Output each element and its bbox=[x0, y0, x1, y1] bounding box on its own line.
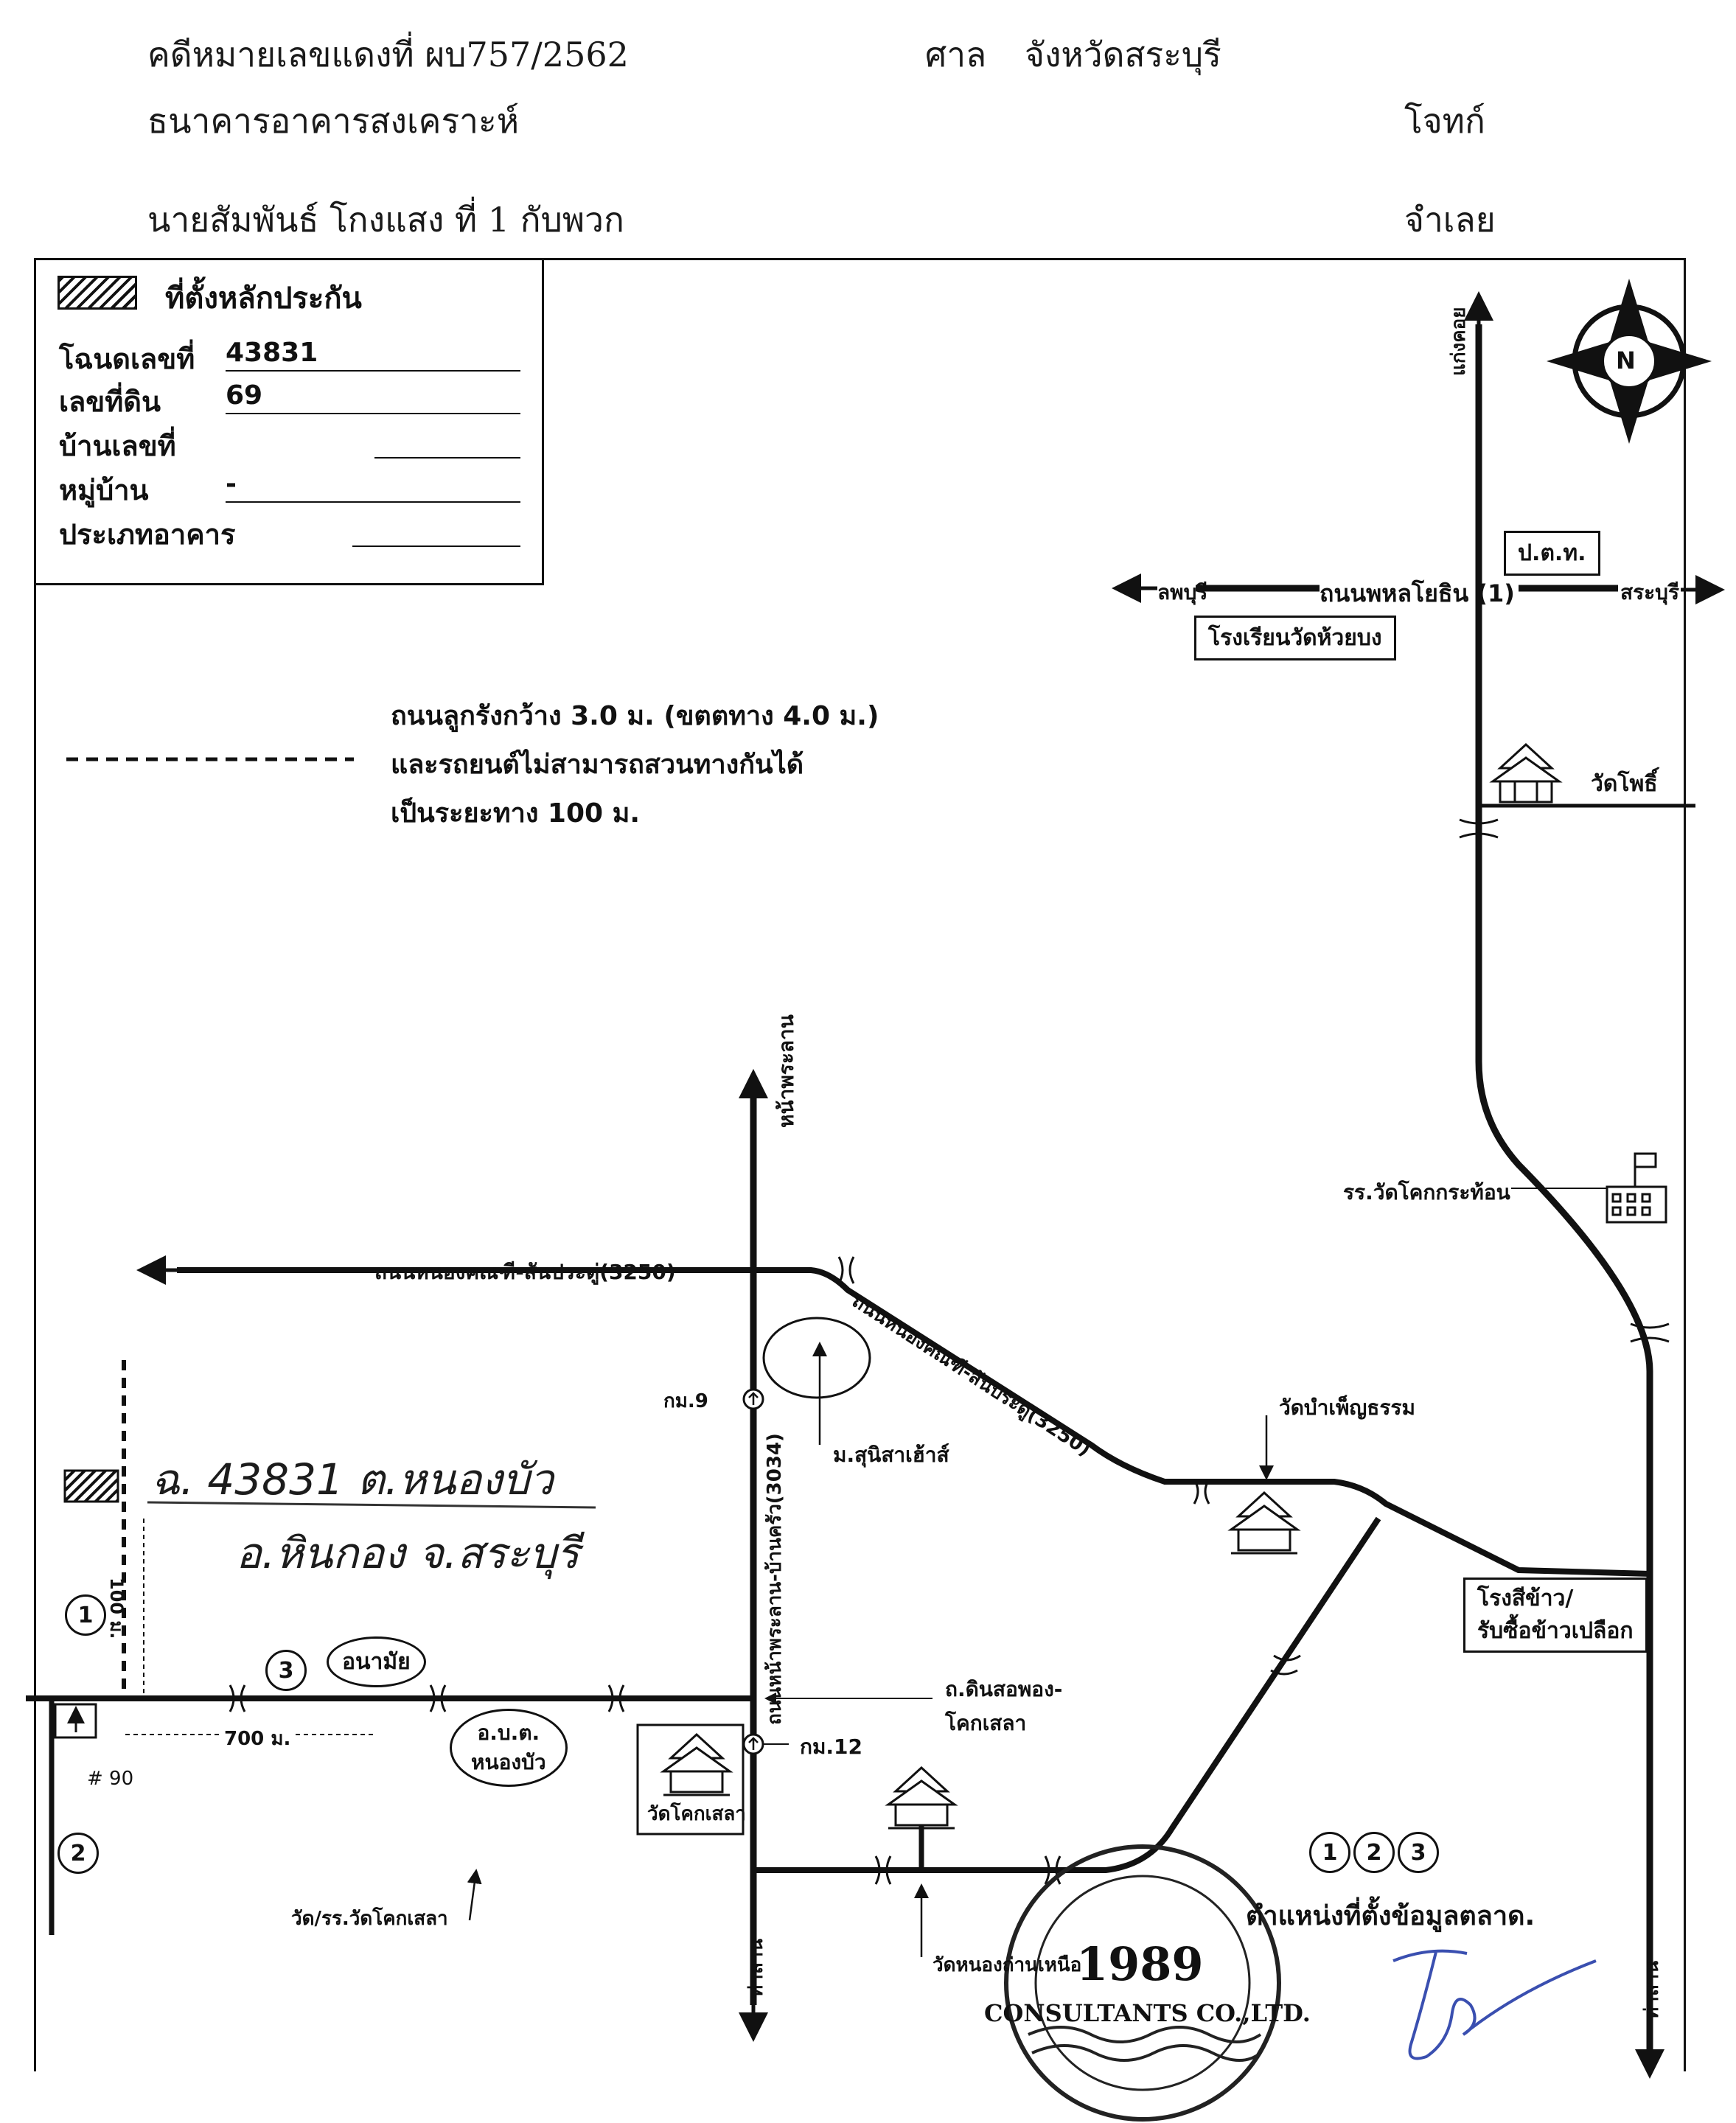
map-frame-right bbox=[1684, 258, 1686, 2071]
case-number: คดีหมายเลขแดงที่ ผบ757/2562 bbox=[147, 35, 629, 74]
label-obt: อ.บ.ต. หนองบัว bbox=[450, 1709, 568, 1787]
market-location-label: ตำแหน่งที่ตั้งข้อมูลตลาด. bbox=[1246, 1901, 1535, 1931]
hatched-legend-swatch bbox=[57, 276, 137, 310]
label-anamai: อนามัย bbox=[327, 1636, 426, 1687]
temple-icon bbox=[1489, 742, 1563, 806]
map-frame-top bbox=[34, 258, 1685, 260]
stamp-year: 1989 bbox=[1076, 1937, 1204, 1991]
rice-mill-line1: โรงสีข้าว/ bbox=[1477, 1586, 1574, 1611]
label-saraburi: สระบุรี bbox=[1620, 580, 1679, 604]
label-dist-100: 100 ม. bbox=[106, 1578, 127, 1639]
handwritten-deed-location: ฉ. 43831 ต.หนองบัว bbox=[151, 1454, 554, 1505]
plaintiff-role: โจทก์ bbox=[1404, 101, 1485, 141]
signature bbox=[1392, 1949, 1597, 2060]
university-area bbox=[762, 1317, 871, 1399]
label-kaengkhoi: แก่งคอย bbox=[1448, 307, 1470, 376]
label-school-huai-bong: โรงเรียนวัดห้วยบง bbox=[1194, 616, 1396, 660]
info-underline bbox=[226, 501, 520, 503]
label-din-so-phong-2: โคกเสลา bbox=[945, 1711, 1027, 1735]
obt-line2: หนองบัว bbox=[471, 1750, 546, 1774]
label-naphralan-top: หน้าพระลาน bbox=[774, 1014, 798, 1128]
label-wat-bam-phen: วัดบำเพ็ญธรรม bbox=[1279, 1395, 1415, 1420]
compass-north-icon bbox=[1547, 279, 1712, 444]
label-din-so-phong-1: ถ.ดินสอพอง- bbox=[945, 1677, 1063, 1701]
label-wat-school-khok-sela: วัด/รร.วัดโคกเสลา bbox=[291, 1908, 448, 1930]
info-label-house-no: บ้านเลขที่ bbox=[59, 430, 176, 462]
label-university: ม.สุนิสาเฮ้าส์ bbox=[833, 1443, 949, 1467]
label-school-khok-kratho: รร.วัดโคกกระท้อน bbox=[1343, 1180, 1510, 1205]
info-underline bbox=[352, 545, 520, 547]
collateral-info-box: ที่ตั้งหลักประกัน โฉนดเลขที่ 43831 เลขที… bbox=[35, 259, 544, 585]
handwriting-underline bbox=[147, 1501, 596, 1509]
label-road-3034: ถนนหน้าพระลาน-บ้านครัว(3034) bbox=[764, 1433, 786, 1725]
stamp-company: CONSULTANTS CO.,LTD. bbox=[984, 1999, 1311, 2027]
road-branch-south bbox=[753, 1516, 1381, 1873]
label-tha-lan-right: ท่าลาน bbox=[1641, 1960, 1663, 2020]
label-phahonyothin: ถนนพหลโยธิน (1) bbox=[1320, 579, 1515, 607]
handwritten-district: อ.หินกอง จ.สระบุรี bbox=[236, 1528, 579, 1578]
defendant-role: จำเลย bbox=[1404, 200, 1496, 240]
label-rice-mill: โรงสีข้าว/ รับซื้อข้าวเปลือก bbox=[1463, 1578, 1648, 1653]
wat-khok-sela-box bbox=[636, 1723, 745, 1836]
info-underline bbox=[226, 370, 520, 372]
info-underline bbox=[374, 457, 520, 459]
road-note-line3: เป็นระยะทาง 100 ม. bbox=[391, 798, 641, 829]
label-tha-lan-bottom: ท่าลาน bbox=[745, 1938, 767, 1998]
school-building-icon bbox=[1606, 1152, 1667, 1224]
bridge-marks bbox=[1459, 818, 1670, 1343]
temple-icon bbox=[1227, 1491, 1301, 1555]
marker-2: 2 bbox=[57, 1833, 99, 1874]
road-note-line2: และรถยนต์ไม่สามารถสวนทางกันได้ bbox=[391, 750, 804, 780]
map-frame-left bbox=[34, 258, 36, 2071]
road-note-line1: ถนนลูกรังกว้าง 3.0 ม. (ขตตทาง 4.0 ม.) bbox=[391, 701, 879, 731]
info-value-land-no: 69 bbox=[226, 380, 263, 411]
label-lopburi: ลพบุรี bbox=[1157, 580, 1208, 604]
legend-label: ที่ตั้งหลักประกัน bbox=[165, 282, 362, 316]
info-label-deed: โฉนดเลขที่ bbox=[59, 343, 195, 375]
info-underline bbox=[226, 413, 520, 414]
compass-letter: N bbox=[1616, 346, 1636, 374]
info-value-village: - bbox=[226, 469, 237, 499]
court-label: ศาล bbox=[925, 35, 987, 74]
label-wat-pho: วัดโพธิ์ bbox=[1591, 771, 1658, 797]
road-3250-diagonal bbox=[753, 1267, 1650, 1577]
label-house-90: # 90 bbox=[87, 1768, 134, 1790]
label-post-office: ป.ต.ท. bbox=[1504, 531, 1600, 576]
legend-marker-1: 1 bbox=[1309, 1832, 1350, 1873]
marker-1: 1 bbox=[65, 1594, 106, 1636]
info-label-building-type: ประเภทอาคาร bbox=[59, 518, 236, 551]
defendant-name: นายสัมพันธ์ โกงแสง ที่ 1 กับพวก bbox=[147, 200, 624, 240]
bridge-marks-inner bbox=[837, 1256, 1301, 1885]
bridge-marks-west bbox=[229, 1684, 625, 1712]
company-stamp bbox=[1004, 1844, 1281, 2122]
legend-marker-2: 2 bbox=[1353, 1832, 1395, 1873]
temple-icon bbox=[660, 1732, 733, 1796]
court-name: จังหวัดสระบุรี bbox=[1025, 35, 1221, 74]
plaintiff-name: ธนาคารอาคารสงเคราะห์ bbox=[147, 101, 520, 141]
obt-line1: อ.บ.ต. bbox=[477, 1721, 540, 1745]
info-label-land-no: เลขที่ดิน bbox=[59, 386, 161, 418]
highway-east-vertical bbox=[1475, 324, 1653, 2049]
rice-mill-line2: รับซื้อข้าวเปลือก bbox=[1477, 1618, 1634, 1644]
legend-marker-3: 3 bbox=[1398, 1832, 1439, 1873]
collateral-location-hatch bbox=[63, 1469, 119, 1503]
marker-3: 3 bbox=[265, 1650, 307, 1691]
label-dist-700: 700 ม. bbox=[220, 1723, 296, 1754]
wat-school-pointer bbox=[467, 1869, 482, 1921]
label-wat-nong-sano: วัดหนองถ่านเหนือ bbox=[933, 1954, 1082, 1976]
label-km12: กม.12 bbox=[800, 1735, 863, 1759]
info-label-village: หมู่บ้าน bbox=[59, 474, 149, 506]
label-wat-khok-sela: วัดโคกเสลา bbox=[647, 1803, 746, 1825]
temple-icon bbox=[885, 1765, 958, 1830]
info-value-deed: 43831 bbox=[226, 338, 318, 368]
label-road-3250-west: ถนนหนองคณฑี-สันประดู่(3250) bbox=[374, 1260, 676, 1284]
label-km9: กม.9 bbox=[663, 1390, 708, 1412]
